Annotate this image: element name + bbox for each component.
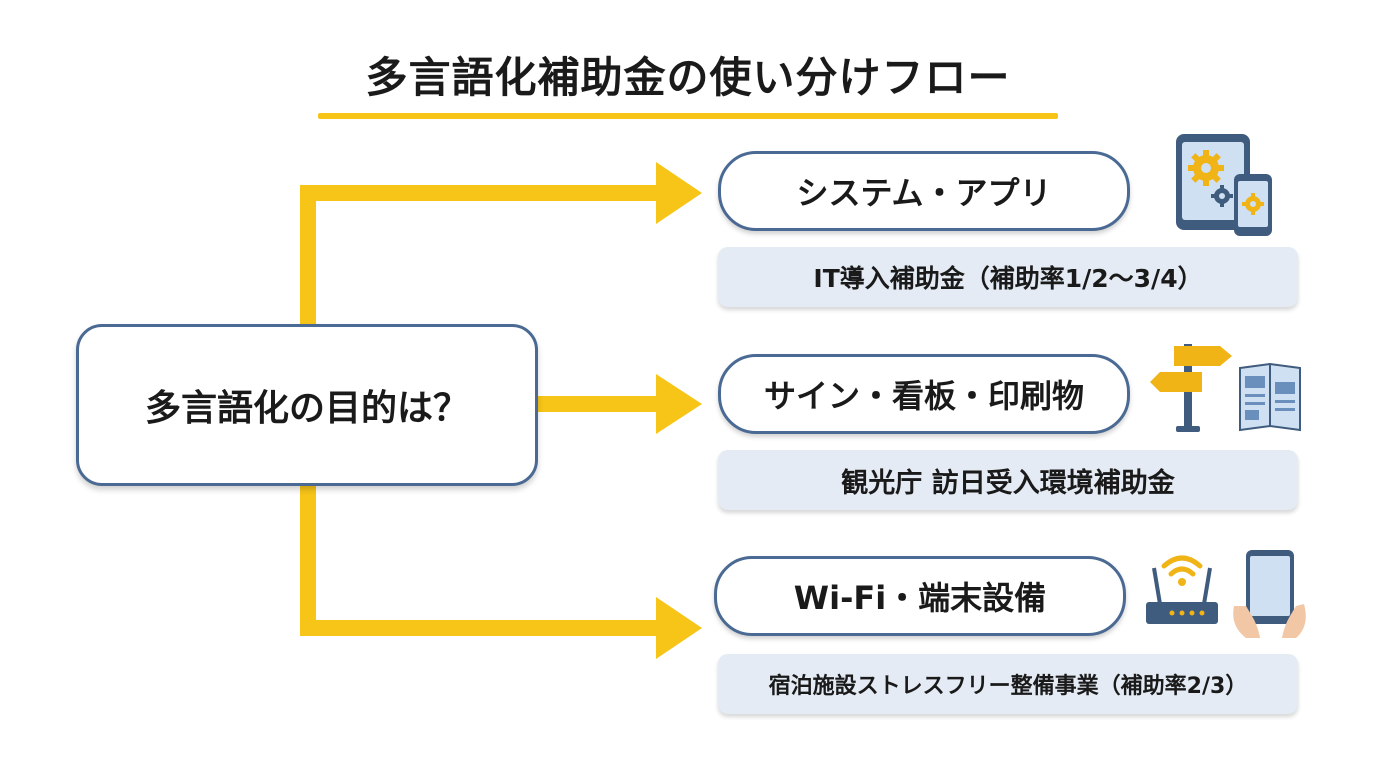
category-label: システム・アプリ (796, 174, 1052, 212)
trunk-upper (300, 185, 316, 325)
category-box-signage: サイン・看板・印刷物 (718, 354, 1130, 434)
grant-label: IT導入補助金（補助率1/2〜3/4） (813, 264, 1203, 293)
category-label: サイン・看板・印刷物 (763, 377, 1084, 415)
trunk-lower (300, 486, 316, 636)
root-question-label: 多言語化の目的は？ (144, 388, 469, 429)
arrow-top-shaft (300, 185, 662, 201)
arrow-top-head (656, 162, 702, 224)
category-label: Wi-Fi・端末設備 (793, 579, 1047, 617)
category-box-wifi: Wi-Fi・端末設備 (714, 556, 1126, 636)
router-tablet-icon (1146, 550, 1306, 638)
page-title: 多言語化補助金の使い分けフロー (365, 53, 1011, 102)
title-underline (318, 113, 1058, 119)
grant-box-accommodation: 宿泊施設ストレスフリー整備事業（補助率2/3） (718, 654, 1298, 714)
grant-box-it: IT導入補助金（補助率1/2〜3/4） (718, 247, 1298, 307)
arrow-middle-shaft (538, 396, 662, 412)
arrow-middle-head (656, 374, 702, 434)
grant-label: 宿泊施設ストレスフリー整備事業（補助率2/3） (768, 674, 1248, 699)
grant-label: 観光庁 訪日受入環境補助金 (841, 467, 1175, 499)
grant-box-tourism: 観光庁 訪日受入環境補助金 (718, 450, 1298, 510)
root-question-box: 多言語化の目的は？ (76, 324, 538, 486)
tablet-phone-gear-icon (1176, 134, 1272, 236)
arrow-bottom-shaft (300, 620, 662, 636)
signpost-brochure-icon (1150, 344, 1301, 432)
arrow-bottom-head (656, 597, 702, 659)
category-box-system-app: システム・アプリ (718, 151, 1130, 231)
